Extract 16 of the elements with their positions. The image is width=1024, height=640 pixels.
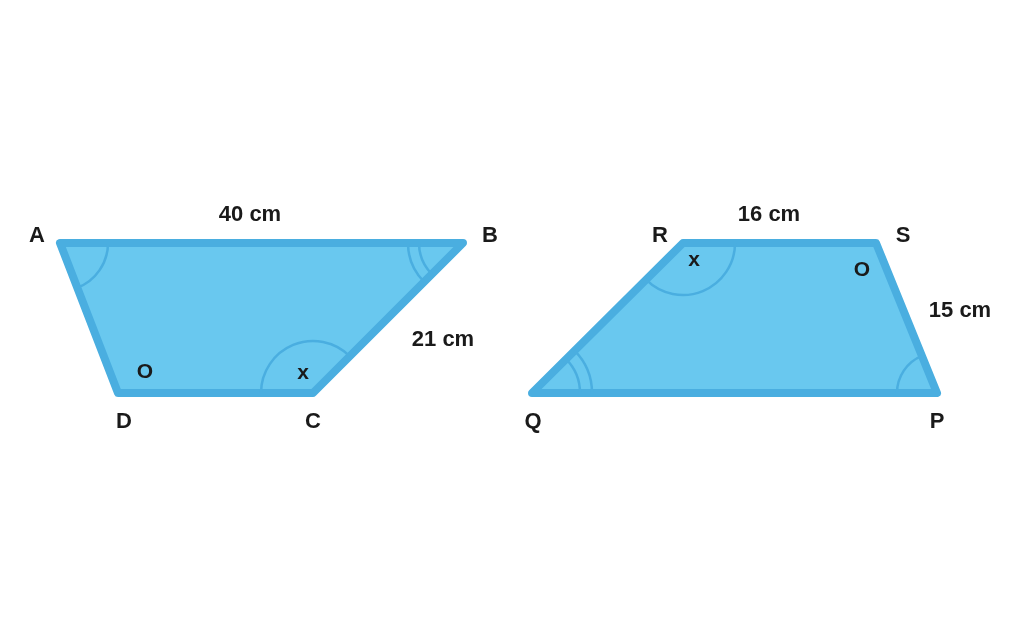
- vertex-or-length-label: P: [929, 410, 945, 432]
- angle-mark: x: [688, 247, 700, 269]
- angle-mark: O: [853, 257, 871, 279]
- vertex-or-length-label: 40 cm: [218, 203, 282, 225]
- vertex-or-length-label: Q: [524, 410, 542, 432]
- vertex-or-length-label: R: [652, 224, 668, 246]
- vertex-or-length-label: C: [305, 410, 321, 432]
- vertex-or-length-label: D: [116, 410, 132, 432]
- vertex-or-length-label: 16 cm: [737, 203, 801, 225]
- angle-mark: x: [297, 360, 309, 382]
- vertex-or-length-label: S: [895, 224, 911, 246]
- vertex-or-length-label: B: [482, 224, 498, 246]
- vertex-or-length-label: 21 cm: [411, 328, 475, 350]
- vertex-or-length-label: A: [29, 224, 45, 246]
- angle-mark: O: [136, 359, 154, 381]
- vertex-or-length-label: 15 cm: [928, 299, 992, 321]
